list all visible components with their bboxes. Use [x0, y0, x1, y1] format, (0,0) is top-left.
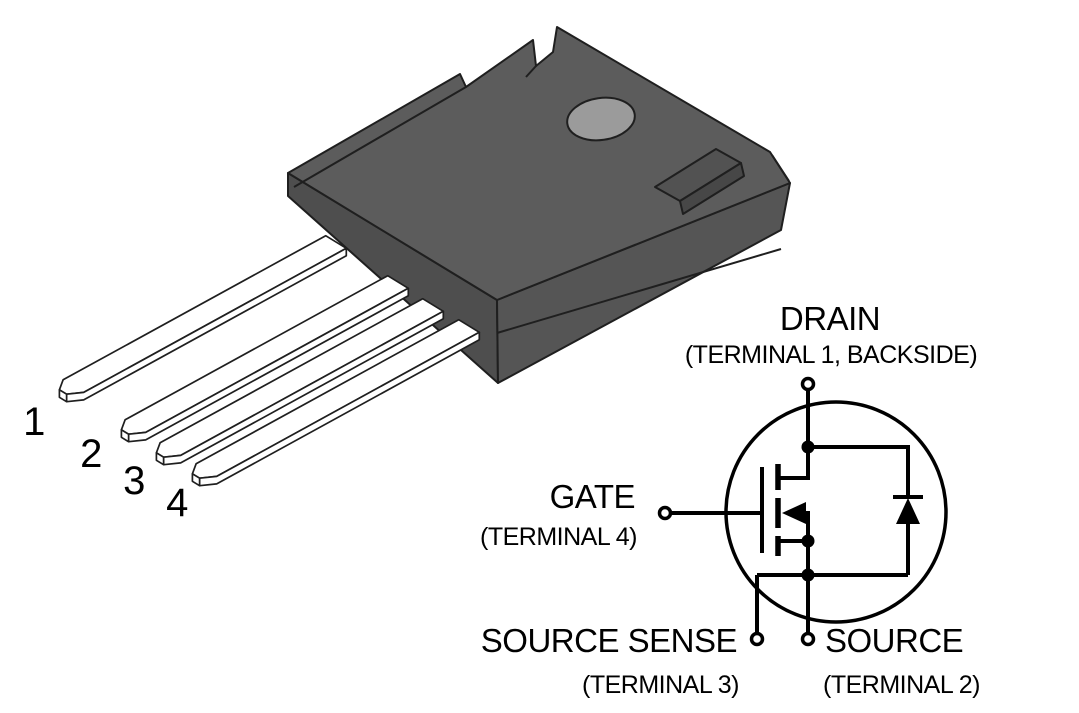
diode-anode-triangle [896, 498, 920, 524]
package-3d-illustration: 1 2 3 4 [23, 26, 791, 525]
pin-number-label-1: 1 [23, 400, 45, 444]
pin-number-label-3: 3 [123, 459, 145, 503]
mosfet-symbol [671, 449, 908, 633]
mosfet-schematic: DRAIN (TERMINAL 1, BACKSIDE) GATE (TERMI… [480, 300, 980, 699]
package-body [287, 26, 791, 384]
body-arrow [782, 502, 806, 524]
source-terminal-node [800, 631, 816, 647]
gate-label: GATE [550, 478, 635, 515]
mounting-hole [566, 96, 636, 142]
mold-step-line [293, 86, 467, 188]
notch-facet-line [525, 65, 537, 78]
pin-number-label-2: 2 [80, 432, 102, 476]
corner-chamfer-line [771, 154, 790, 182]
source-sense-terminal-node [749, 631, 765, 647]
drain-hook-wire [778, 449, 810, 480]
drain-label: DRAIN [780, 300, 880, 337]
package-top-face [287, 26, 791, 301]
drain-terminal-sublabel: (TERMINAL 1, BACKSIDE) [685, 341, 977, 369]
corner-pocket-wall [679, 162, 745, 215]
drain-terminal-node [800, 376, 816, 392]
source-sense-terminal-sublabel: (TERMINAL 3) [582, 671, 739, 699]
gate-terminal-sublabel: (TERMINAL 4) [480, 523, 637, 551]
source-label: SOURCE [825, 622, 963, 659]
gate-terminal-node [657, 505, 673, 521]
ledge-fold-line [496, 248, 782, 334]
source-terminal-sublabel: (TERMINAL 2) [823, 671, 980, 699]
pin-number-label-4: 4 [166, 481, 188, 525]
source-sense-label: SOURCE SENSE [481, 622, 737, 659]
diode-branch-wire [808, 445, 910, 575]
body-diode [893, 495, 923, 524]
